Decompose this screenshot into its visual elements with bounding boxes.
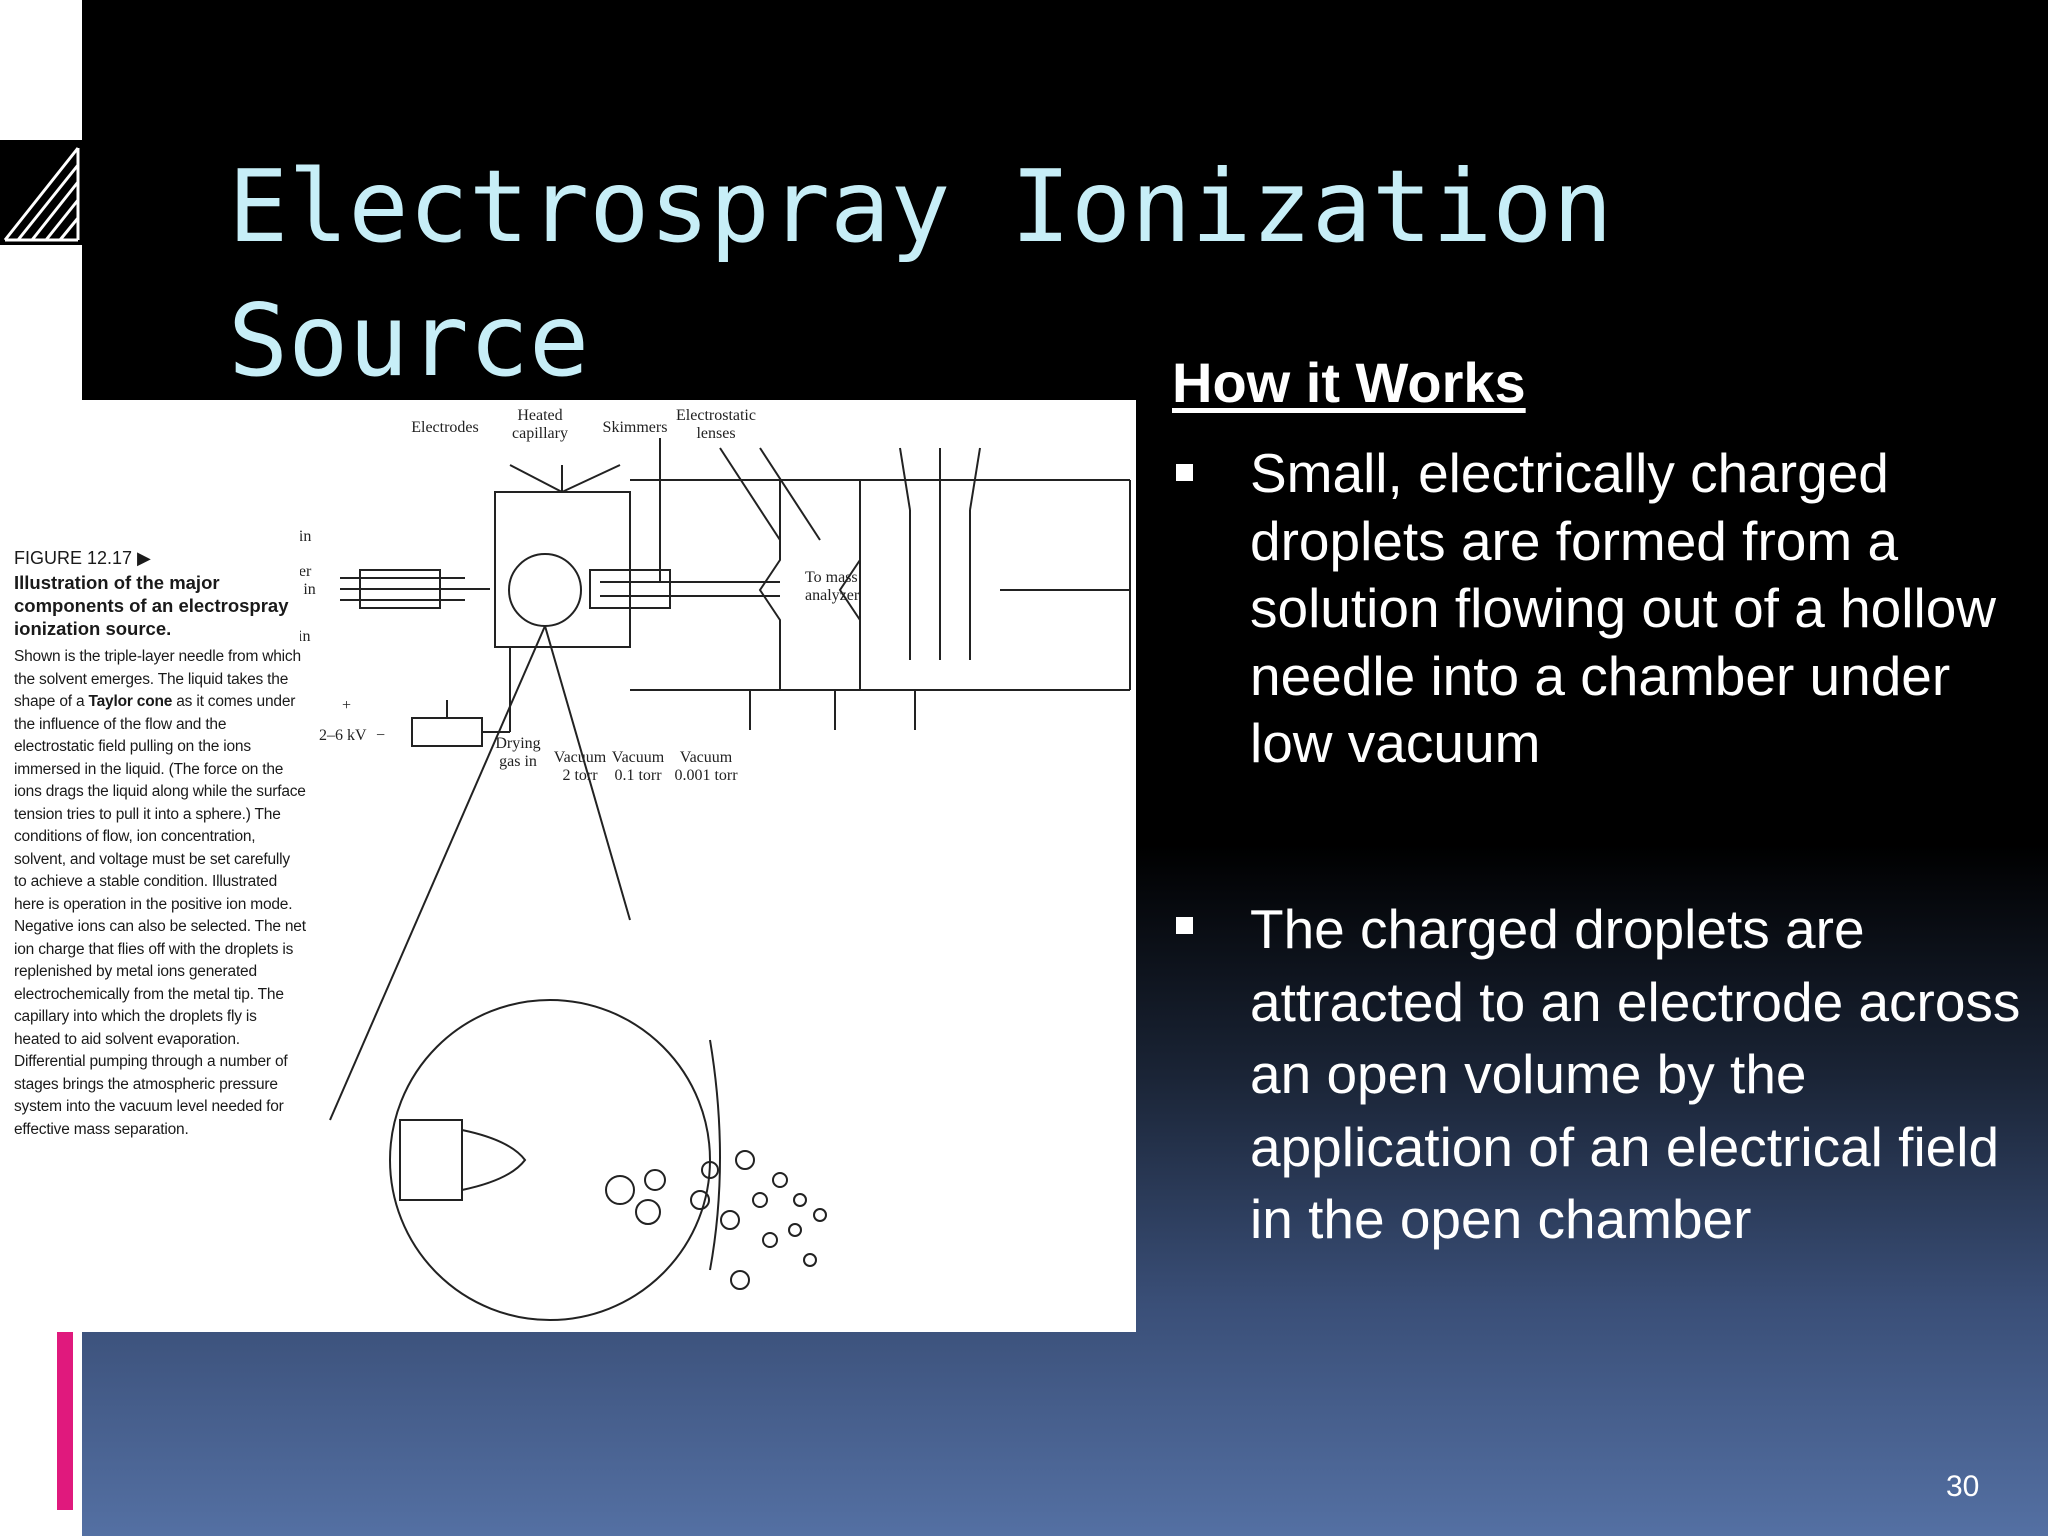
- figure-caption: FIGURE 12.17 ▶ Illustration of the major…: [14, 548, 306, 1141]
- accent-bar: [57, 1330, 73, 1510]
- caption-body: Shown is the triple-layer needle from wh…: [14, 646, 306, 1141]
- label-drying: Drying: [495, 735, 540, 752]
- label-pressure-3: 0.001 torr: [674, 767, 738, 784]
- caption-text-2: as it comes under the influence of the f…: [14, 693, 306, 1138]
- how-it-works-heading: How it Works: [1172, 351, 1526, 414]
- label-pressure-2: 0.1 torr: [614, 767, 662, 784]
- slide-title: Electrospray Ionization Source: [228, 148, 1613, 399]
- bullet-text: Small, electrically charged droplets are…: [1250, 442, 1997, 774]
- label-carrier: Carrier: [300, 563, 312, 580]
- label-voltage: 2–6 kV: [319, 727, 367, 744]
- label-sample-in: Sample in: [300, 628, 310, 645]
- bullet-text: The charged droplets are attracted to an…: [1250, 898, 2021, 1250]
- square-bullet-icon: [1176, 917, 1193, 934]
- label-skimmers: Skimmers: [603, 419, 668, 436]
- label-vacuum-2: Vacuum: [612, 749, 665, 766]
- accent-bar-edge: [75, 1330, 82, 1536]
- label-pressure-1: 2 torr: [562, 767, 598, 784]
- caption-term: Taylor cone: [88, 693, 173, 710]
- label-plus: +: [342, 697, 351, 714]
- electrospray-diagram: Electrodes Heated capillary Skimmers Ele…: [300, 407, 1131, 1321]
- label-capillary: capillary: [512, 425, 568, 442]
- label-heated: Heated: [517, 407, 562, 424]
- decorative-lines: [0, 140, 82, 245]
- bullet-item: Small, electrically charged droplets are…: [1172, 440, 2022, 778]
- label-to-mass: To mass: [805, 569, 858, 586]
- figure-number: FIGURE 12.17 ▶: [14, 548, 151, 568]
- label-vacuum-1: Vacuum: [554, 749, 607, 766]
- label-minus: −: [376, 727, 385, 744]
- label-electrodes: Electrodes: [411, 419, 479, 436]
- bullet-item: The charged droplets are attracted to an…: [1172, 893, 2022, 1256]
- label-vacuum-3: Vacuum: [680, 749, 733, 766]
- figure-panel: FIGURE 12.17 ▶ Illustration of the major…: [0, 400, 1136, 1332]
- slide-number: 30: [1946, 1470, 1980, 1503]
- caption-text-1: Shown is the triple-layer needle from wh…: [14, 648, 301, 710]
- label-analyzer: analyzer: [805, 587, 860, 604]
- label-liquid-in: liquid in: [300, 581, 316, 598]
- square-bullet-icon: [1176, 464, 1193, 481]
- label-lenses: lenses: [696, 425, 735, 442]
- caption-heading: Illustration of the major components of …: [14, 572, 289, 639]
- label-electrostatic: Electrostatic: [676, 407, 756, 424]
- label-drying-gas-in: gas in: [499, 753, 537, 770]
- label-gas-in-left: Gas in: [300, 528, 311, 545]
